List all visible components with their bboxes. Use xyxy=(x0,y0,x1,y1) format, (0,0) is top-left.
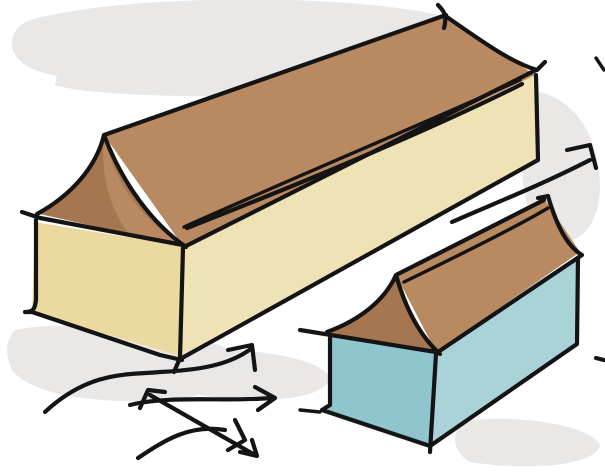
smudge-bottom-right xyxy=(455,419,600,467)
wind-arrow-bottom-right-stub xyxy=(300,410,320,412)
wind-arrow-right-edge xyxy=(596,58,604,70)
